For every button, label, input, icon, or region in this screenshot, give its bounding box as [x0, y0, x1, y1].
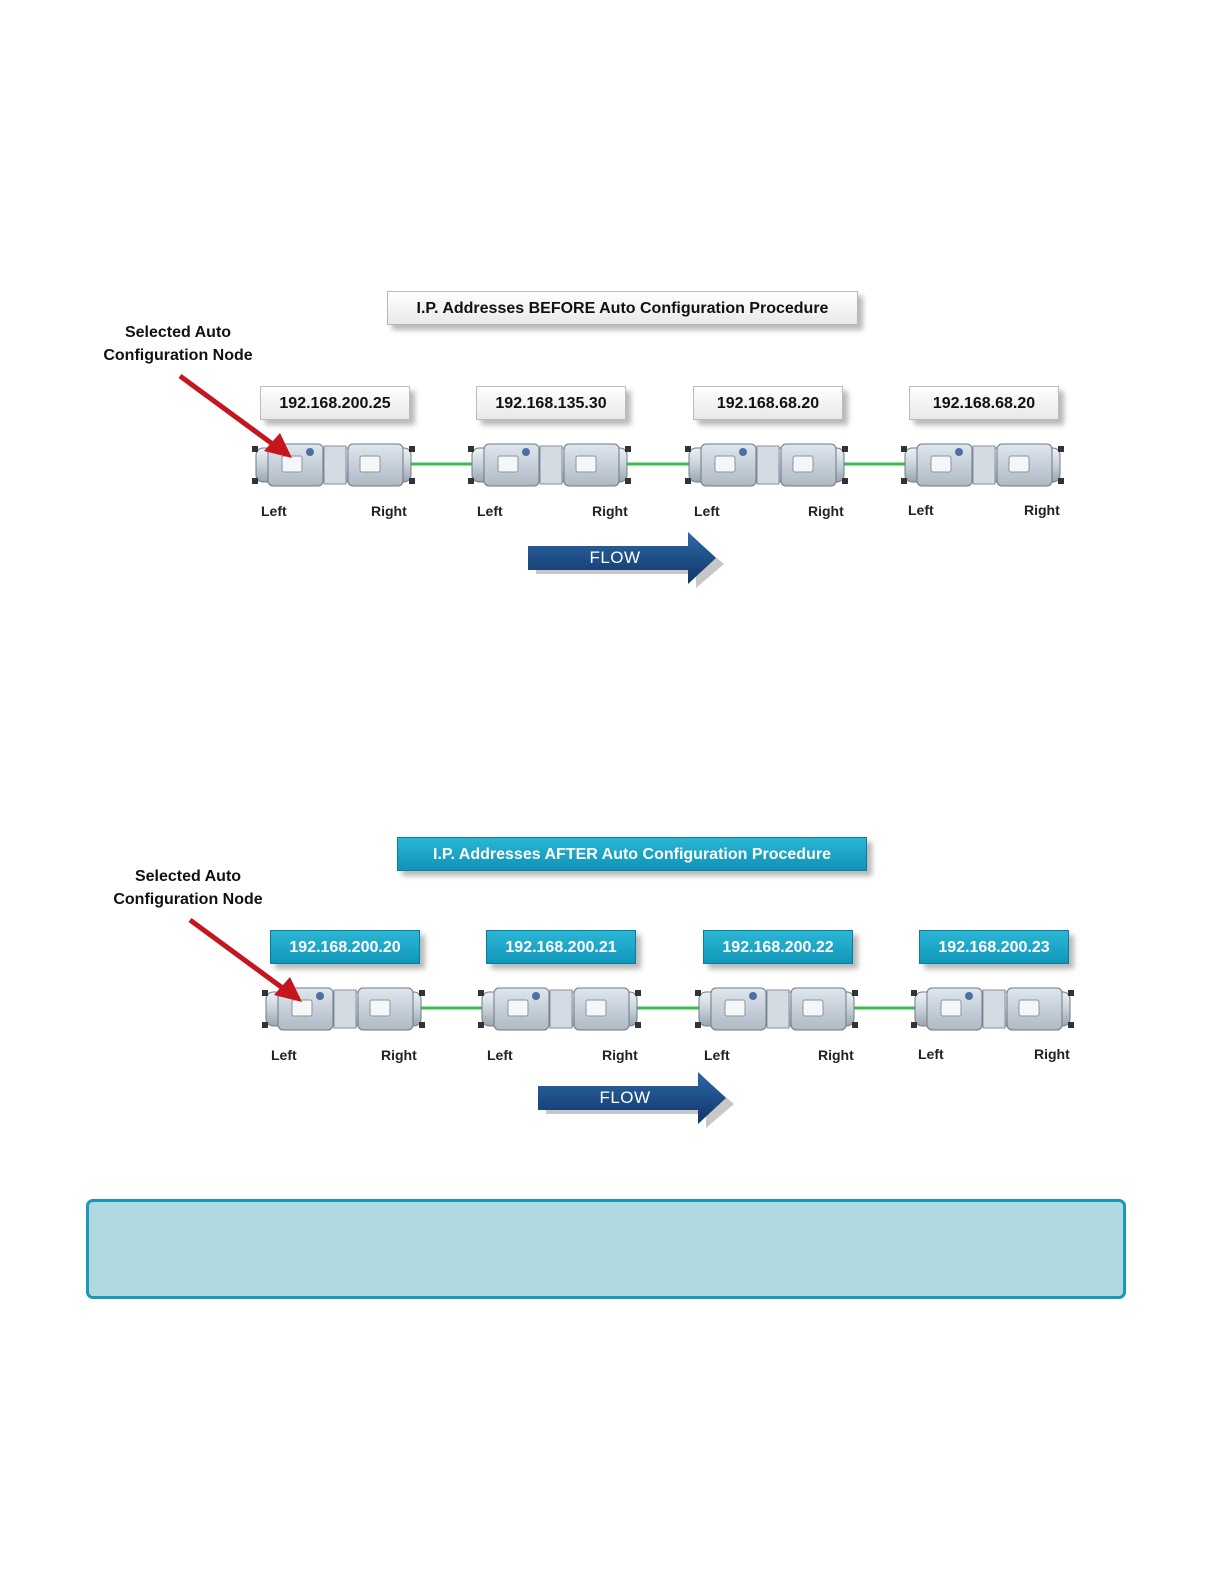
note-box [86, 1199, 1126, 1299]
selected-node-arrow-icon [178, 373, 292, 458]
ip-address-box: 192.168.200.21 [486, 930, 636, 964]
ip-address-box: 192.168.68.20 [909, 386, 1059, 420]
port-label-left: Left [487, 1047, 513, 1063]
port-label-left: Left [908, 502, 934, 518]
selected-node-label: Selected Auto Configuration Node [78, 321, 278, 367]
io-module-node [911, 987, 1074, 1031]
port-label-right: Right [818, 1047, 854, 1063]
port-label-right: Right [808, 503, 844, 519]
io-module-node [252, 443, 415, 487]
port-label-right: Right [1024, 502, 1060, 518]
port-label-right: Right [592, 503, 628, 519]
selected-node-label: Selected Auto Configuration Node [88, 865, 288, 911]
selected-node-label-line1: Selected Auto [124, 324, 232, 341]
selected-node-label-line1: Selected Auto [134, 868, 242, 885]
after-title: I.P. Addresses AFTER Auto Configuration … [397, 837, 867, 871]
port-label-right: Right [1034, 1046, 1070, 1062]
flow-arrow-icon [538, 1072, 734, 1128]
port-label-left: Left [261, 503, 287, 519]
port-label-right: Right [602, 1047, 638, 1063]
ip-address-box: 192.168.200.22 [703, 930, 853, 964]
io-module-node [468, 443, 631, 487]
after-network-diagram [188, 917, 1074, 1031]
io-module-node [685, 443, 848, 487]
ip-address-box: 192.168.135.30 [476, 386, 626, 420]
io-module-node [478, 987, 641, 1031]
selected-node-arrow-icon [188, 917, 302, 1002]
port-label-right: Right [381, 1047, 417, 1063]
flow-label: FLOW [589, 548, 641, 567]
ip-address-box: 192.168.200.20 [270, 930, 420, 964]
before-network-diagram [178, 373, 1064, 487]
ip-address-box: 192.168.200.23 [919, 930, 1069, 964]
port-label-left: Left [704, 1047, 730, 1063]
selected-node-label-line2: Configuration Node [103, 347, 253, 364]
port-label-left: Left [694, 503, 720, 519]
before-title: I.P. Addresses BEFORE Auto Configuration… [387, 291, 858, 325]
flow-arrow-icon [528, 532, 724, 588]
io-module-node [901, 443, 1064, 487]
port-label-right: Right [371, 503, 407, 519]
flow-label: FLOW [599, 1088, 651, 1107]
port-label-left: Left [271, 1047, 297, 1063]
io-module-node [695, 987, 858, 1031]
selected-node-label-line2: Configuration Node [113, 891, 263, 908]
ip-address-box: 192.168.200.25 [260, 386, 410, 420]
ip-address-box: 192.168.68.20 [693, 386, 843, 420]
port-label-left: Left [477, 503, 503, 519]
port-label-left: Left [918, 1046, 944, 1062]
